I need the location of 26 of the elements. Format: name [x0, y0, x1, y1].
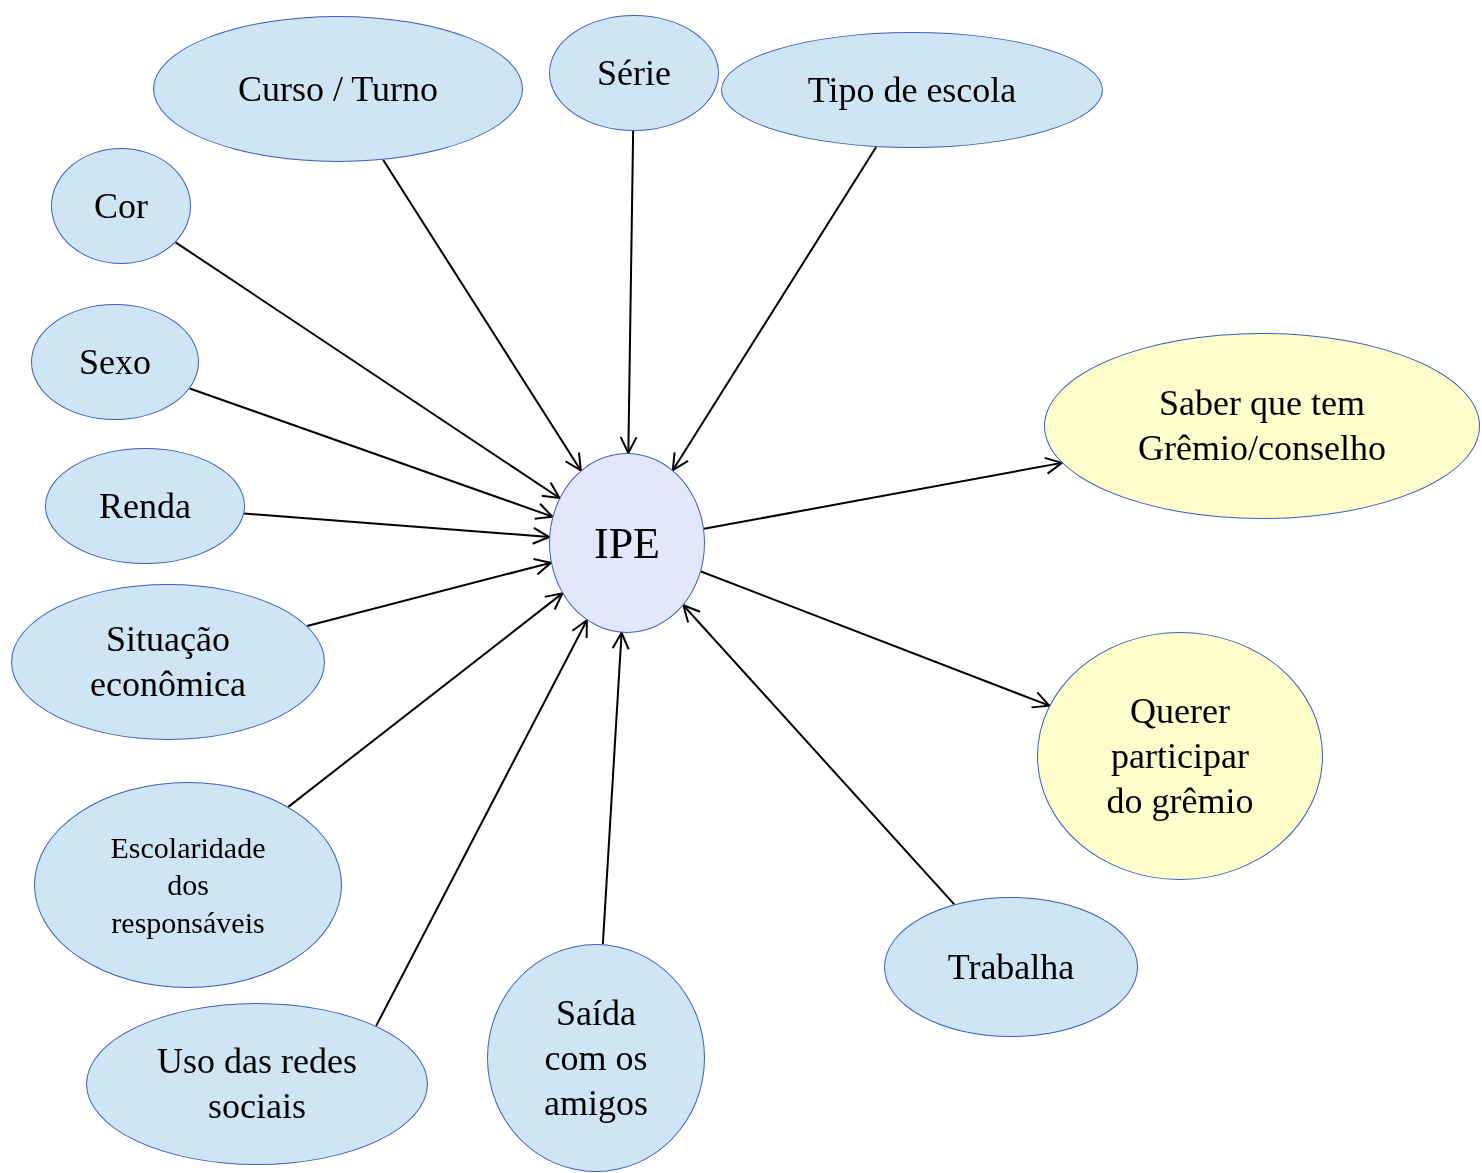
arrow	[682, 604, 956, 906]
arrow	[382, 158, 582, 472]
arrow	[601, 631, 630, 946]
arrow	[243, 512, 551, 545]
node-label: Uso das redes sociais	[156, 1040, 358, 1128]
node-label: Saber que tem Grêmio/conselho	[1137, 382, 1387, 470]
node-label: Escolaridade dos responsáveis	[109, 829, 267, 941]
node-label: Cor	[94, 184, 148, 228]
arrow	[700, 570, 1051, 709]
node-label: Trabalha	[947, 945, 1075, 989]
arrow	[619, 130, 638, 454]
arrow	[703, 456, 1063, 530]
arrow	[375, 619, 588, 1027]
arrow	[188, 387, 554, 520]
arrow	[174, 241, 561, 499]
node-label: Renda	[99, 484, 191, 528]
node-label: Situação econômica	[89, 618, 247, 706]
node-label: Sexo	[79, 340, 151, 384]
node-label: Curso / Turno	[237, 67, 439, 111]
node-label: Série	[597, 51, 671, 95]
node-label: Tipo de escola	[807, 68, 1017, 112]
arrow	[287, 592, 564, 808]
arrow	[306, 558, 552, 627]
node-label: Saída com os amigos	[543, 991, 649, 1125]
node-label: IPE	[594, 517, 660, 570]
node-label: Querer participar do grêmio	[1105, 689, 1255, 823]
